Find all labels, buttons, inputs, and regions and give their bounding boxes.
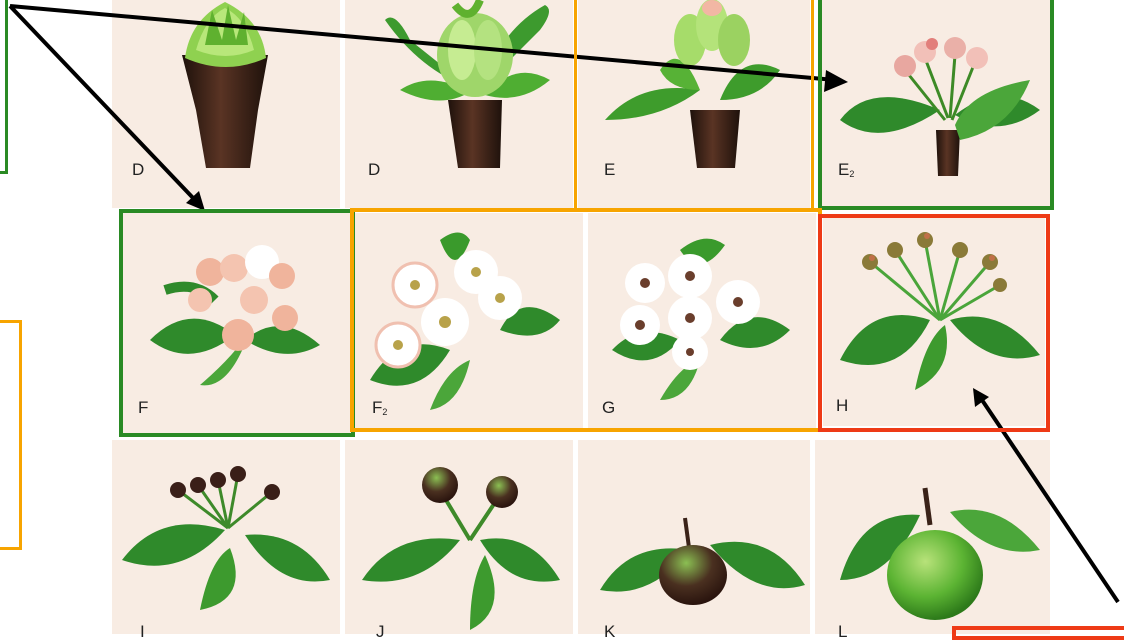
label-j: J: [376, 622, 385, 642]
label-e: E: [604, 160, 615, 180]
label-f: F: [138, 398, 148, 418]
small-apple-icon: [600, 518, 805, 605]
label-d1: D: [132, 160, 144, 180]
fruit-set-icon: [122, 466, 330, 610]
stage-box-red-h: [818, 214, 1050, 432]
bud-opening-icon: [385, 0, 550, 168]
stage-box-green-f: [119, 209, 355, 437]
stage-box-red-bottom: [952, 626, 1124, 640]
large-apple-icon: [840, 488, 1040, 620]
label-i: I: [140, 622, 145, 642]
label-f2: F2: [372, 398, 387, 418]
label-h: H: [836, 396, 848, 416]
stage-box-orange-left: [0, 320, 22, 550]
arrow-to-f: [10, 6, 195, 200]
stage-box-green-left: [0, 0, 8, 174]
label-d2: D: [368, 160, 380, 180]
label-k: K: [604, 622, 615, 642]
stage-box-orange-f2g: [350, 208, 822, 432]
label-g: G: [602, 398, 615, 418]
young-fruit-icon: [362, 467, 560, 630]
stage-box-orange-e: [574, 0, 814, 212]
label-l: L: [838, 622, 847, 642]
label-e2: E2: [838, 160, 854, 180]
